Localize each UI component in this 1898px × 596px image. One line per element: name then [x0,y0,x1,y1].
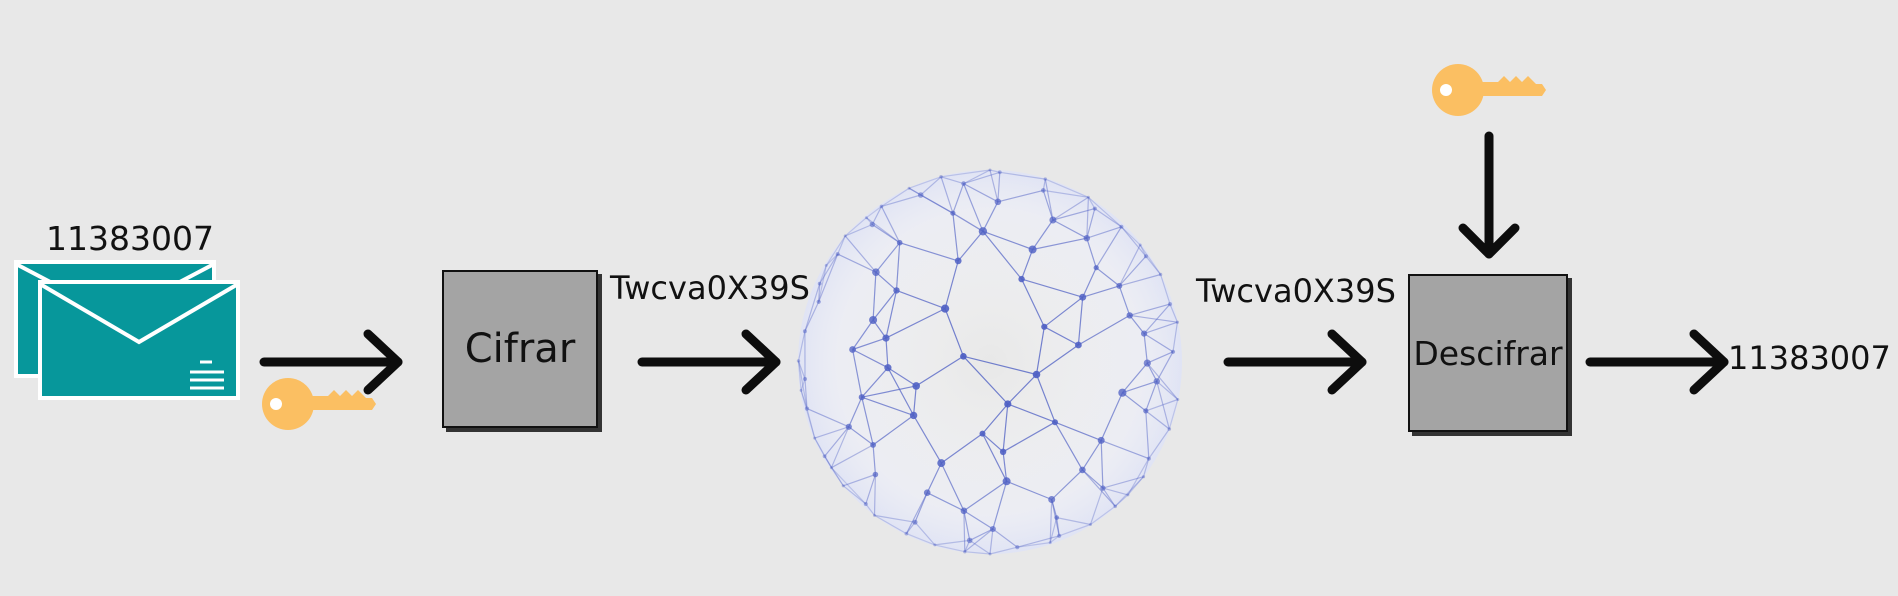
encrypt-box: Cifrar [442,270,598,428]
arrow-right-icon [259,329,403,395]
ciphertext-label: Twcva0X39S [1196,272,1396,310]
decrypt-box: Descifrar [1408,274,1568,432]
envelope-icon [14,260,240,400]
decrypt-label: Descifrar [1413,333,1563,373]
arrow-right-icon [1223,329,1367,395]
key-icon [1432,64,1546,116]
arrow-right-icon [637,329,781,395]
key-icon [262,378,376,430]
plaintext-label: 11383007 [46,219,214,258]
globe-network-icon [796,168,1182,556]
output-label: 11383007 [1728,339,1891,377]
ciphertext-label: Twcva0X39S [610,269,810,307]
encrypt-label: Cifrar [464,326,576,372]
arrow-down-icon [1458,131,1520,259]
arrow-right-icon [1585,329,1729,395]
